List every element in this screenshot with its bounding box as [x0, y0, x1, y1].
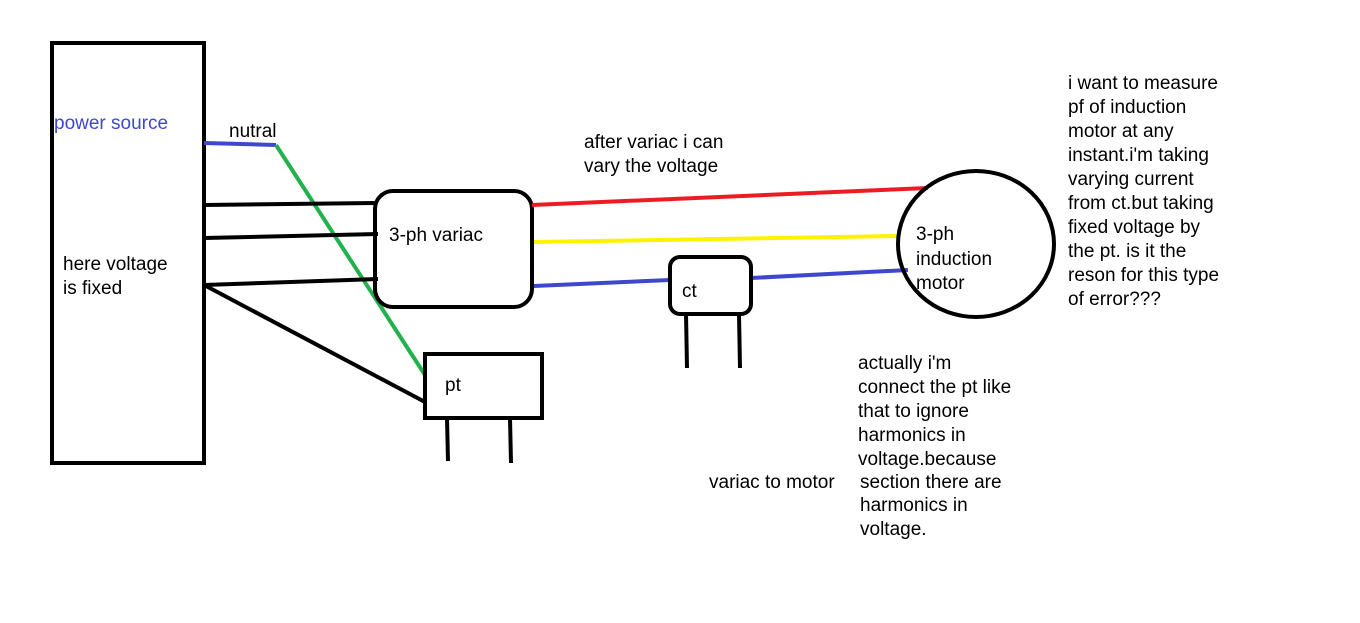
after-variac-note-line1: after variac i can	[584, 132, 723, 153]
neutral-wire-blue	[203, 141, 277, 147]
variac-box	[373, 189, 534, 309]
question-line: i want to measure	[1068, 73, 1218, 94]
phase-wire-3	[203, 277, 379, 287]
question-line: instant.i'm taking	[1068, 145, 1209, 166]
variac-label: 3-ph variac	[389, 225, 483, 246]
pt-lead-right	[508, 417, 513, 464]
question-line: pf of induction	[1068, 97, 1186, 118]
voltage-fixed-label-line2: is fixed	[63, 278, 122, 299]
yellow-phase-wire	[533, 234, 901, 244]
voltage-fixed-label-line1: here voltage	[63, 254, 168, 275]
explanation-line: voltage.because	[858, 449, 996, 470]
question-note: i want to measure pf of induction motor …	[1068, 73, 1219, 310]
pt-box	[423, 352, 544, 420]
blue-phase-wire-a	[533, 278, 671, 288]
ct-box	[668, 255, 753, 316]
after-variac-note-line2: vary the voltage	[584, 156, 718, 177]
blue-phase-wire-b	[750, 268, 909, 280]
neutral-label: nutral	[229, 121, 277, 142]
ct-lead-right	[737, 313, 742, 369]
question-line: from ct.but taking	[1068, 193, 1214, 214]
motor-label-line2: induction	[916, 249, 992, 270]
question-line: the pt. is it the	[1068, 241, 1186, 262]
neutral-wire-green	[274, 143, 427, 377]
ct-label: ct	[682, 281, 698, 302]
motor-label-line1: 3-ph	[916, 224, 954, 245]
explanation-line: connect the pt like	[858, 377, 1011, 398]
ct-lead-left	[684, 313, 689, 369]
explanation-line: voltage.	[860, 519, 927, 540]
question-line: reson for this type	[1068, 265, 1219, 286]
explanation-note: actually i'm connect the pt like that to…	[858, 353, 1011, 540]
explanation-line: harmonics in	[858, 425, 966, 446]
variac-to-motor-label: variac to motor	[709, 472, 835, 493]
explanation-line: that to ignore	[858, 401, 969, 422]
question-line: varying current	[1068, 169, 1194, 190]
motor-label-line3: motor	[916, 273, 965, 294]
explanation-line: harmonics in	[860, 495, 968, 516]
pt-lead-left	[445, 417, 450, 462]
power-source-label: power source	[54, 113, 168, 134]
phase-wire-2	[203, 232, 379, 240]
phase-wire-1	[203, 201, 376, 207]
pt-label: pt	[445, 375, 462, 396]
red-phase-wire	[531, 186, 929, 207]
question-line: of error???	[1068, 289, 1161, 310]
power-source-box	[50, 41, 206, 465]
explanation-line: section there are	[860, 472, 1002, 493]
question-line: fixed voltage by	[1068, 217, 1201, 238]
explanation-line: actually i'm	[858, 353, 951, 374]
motor-circle	[896, 169, 1056, 319]
question-line: motor at any	[1068, 121, 1174, 142]
pt-supply-wire	[205, 284, 426, 404]
